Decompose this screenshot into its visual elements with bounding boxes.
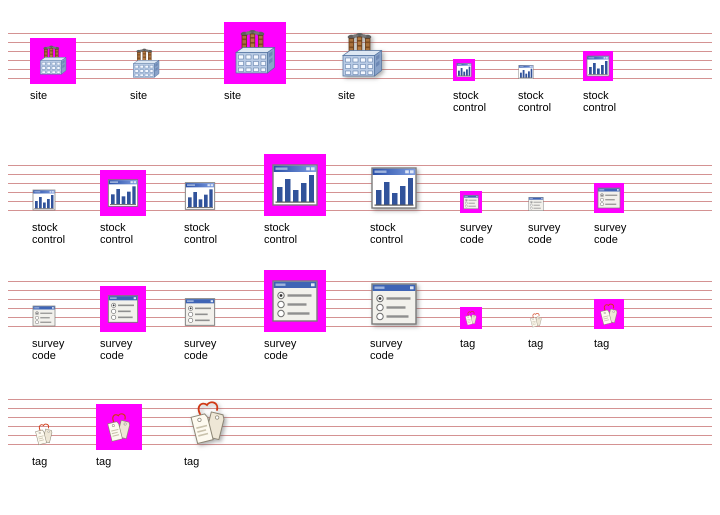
guide-line [8, 408, 712, 409]
price-tags-icon [600, 303, 618, 326]
icon-cell-stock-control-32[interactable] [184, 180, 216, 212]
icon-cell-survey-code-24-transparent-bg[interactable] [594, 183, 624, 213]
survey-form-icon [371, 283, 417, 325]
survey-form-icon [184, 298, 216, 326]
icon-label: survey code [100, 338, 133, 362]
icon-label: site [338, 90, 356, 102]
survey-form-icon [107, 295, 139, 323]
factory-icon [234, 30, 276, 74]
guide-line [8, 417, 712, 418]
icon-cell-survey-code-24[interactable] [32, 304, 56, 328]
survey-form-icon [463, 195, 479, 209]
icon-label: site [224, 90, 242, 102]
guide-line [8, 201, 712, 202]
icon-label: tag [184, 456, 200, 468]
guide-line [8, 444, 712, 445]
icon-cell-survey-code-48-transparent-bg[interactable] [264, 270, 326, 332]
survey-form-icon [528, 197, 544, 211]
icon-label: stock control [370, 222, 404, 246]
guide-line [8, 290, 712, 291]
icon-label: tag [528, 338, 544, 350]
survey-form-icon [272, 280, 318, 322]
bar-chart-window-icon [371, 167, 417, 209]
icon-label: stock control [264, 222, 298, 246]
icon-cell-tag-16[interactable] [528, 312, 544, 328]
survey-form-icon [597, 187, 621, 209]
icon-cell-survey-code-32-transparent-bg[interactable] [100, 286, 146, 332]
price-tags-icon [465, 311, 477, 326]
bar-chart-window-icon [107, 179, 139, 207]
icon-label: stock control [32, 222, 66, 246]
icon-label: survey code [32, 338, 65, 362]
icon-label: stock control [518, 90, 552, 114]
guide-line [8, 183, 712, 184]
icon-cell-tag-24[interactable] [32, 422, 56, 446]
price-tags-icon [107, 413, 130, 442]
price-tags-icon [35, 423, 53, 446]
icon-label: survey code [184, 338, 217, 362]
icon-label: stock control [583, 90, 617, 114]
guide-line [8, 435, 712, 436]
icon-cell-site-32-transparent-bg[interactable] [30, 38, 76, 84]
icon-cell-stock-control-48-transparent-bg[interactable] [264, 154, 326, 216]
icon-label: stock control [100, 222, 134, 246]
icon-label: stock control [184, 222, 218, 246]
icon-cell-survey-code-16-transparent-bg[interactable] [460, 191, 482, 213]
guide-line [8, 78, 712, 79]
guide-line [8, 326, 712, 327]
icon-label: tag [460, 338, 476, 350]
guide-line [8, 281, 712, 282]
icon-label: site [30, 90, 48, 102]
bar-chart-window-icon [32, 189, 56, 211]
guide-line [8, 399, 712, 400]
icon-cell-stock-control-24-transparent-bg[interactable] [583, 51, 613, 81]
price-tags-icon [530, 313, 542, 328]
icon-label: survey code [594, 222, 627, 246]
icon-label: survey code [528, 222, 561, 246]
bar-chart-window-icon [456, 63, 472, 77]
guide-line [8, 426, 712, 427]
bar-chart-window-icon [272, 164, 318, 206]
bar-chart-window-icon [586, 55, 610, 77]
icon-cell-stock-control-16-transparent-bg[interactable] [453, 59, 475, 81]
icon-cell-tag-24-transparent-bg[interactable] [594, 299, 624, 329]
icon-label: survey code [460, 222, 493, 246]
bar-chart-window-icon [184, 182, 216, 210]
icon-label: site [130, 90, 148, 102]
guide-line [8, 299, 712, 300]
icon-label: stock control [453, 90, 487, 114]
icon-cell-survey-code-48[interactable] [370, 280, 418, 328]
icon-cell-site-48[interactable] [338, 32, 386, 80]
icon-cell-stock-control-32-transparent-bg[interactable] [100, 170, 146, 216]
survey-form-icon [32, 305, 56, 327]
guide-line [8, 317, 712, 318]
factory-icon [39, 45, 67, 75]
icon-cell-site-48-transparent-bg[interactable] [224, 22, 286, 84]
icon-cell-tag-48[interactable] [184, 398, 232, 446]
icon-label: tag [32, 456, 48, 468]
factory-icon [341, 33, 383, 77]
icon-cell-stock-control-48[interactable] [370, 164, 418, 212]
factory-icon [132, 48, 160, 78]
icon-cell-survey-code-32[interactable] [184, 296, 216, 328]
guide-line [8, 192, 712, 193]
icon-label: tag [96, 456, 112, 468]
guide-line [8, 165, 712, 166]
icon-cell-survey-code-16[interactable] [528, 196, 544, 212]
icon-label: survey code [370, 338, 403, 362]
guide-line [8, 174, 712, 175]
icon-label: survey code [264, 338, 297, 362]
icon-cell-stock-control-24[interactable] [32, 188, 56, 212]
icon-cell-tag-16-transparent-bg[interactable] [460, 307, 482, 329]
price-tags-icon [190, 401, 225, 445]
bar-chart-window-icon [518, 65, 534, 79]
icon-cell-tag-32-transparent-bg[interactable] [96, 404, 142, 450]
guide-line [8, 210, 712, 211]
icon-cell-site-32[interactable] [130, 48, 162, 80]
guide-line [8, 308, 712, 309]
icon-cell-stock-control-16[interactable] [518, 64, 534, 80]
icon-label: tag [594, 338, 610, 350]
